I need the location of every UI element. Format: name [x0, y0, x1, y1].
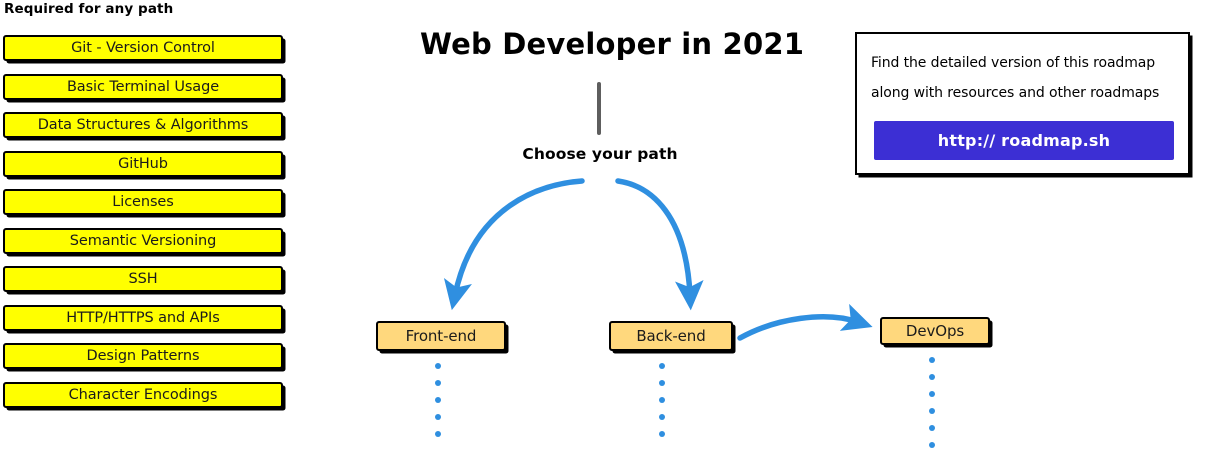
trail-dot-icon: [435, 380, 441, 386]
required-for-any-path-section: Required for any path Git - Version Cont…: [0, 0, 300, 436]
required-topics-list: Git - Version Control Basic Terminal Usa…: [0, 35, 292, 420]
required-topic-label: Basic Terminal Usage: [66, 78, 220, 95]
trail-dot-icon: [659, 363, 665, 369]
trail-dot-icon: [659, 397, 665, 403]
required-topic-git[interactable]: Git - Version Control: [3, 35, 283, 61]
required-topic-semantic-versioning[interactable]: Semantic Versioning: [3, 227, 283, 254]
trail-dot-icon: [659, 414, 665, 420]
required-topic-label: Character Encodings: [68, 386, 218, 403]
required-topic-label: Design Patterns: [86, 348, 200, 364]
trail-dot-icon: [435, 397, 441, 403]
required-topic-character-encodings[interactable]: Character Encodings: [3, 381, 283, 408]
arrow-to-frontend: [443, 178, 585, 311]
path-box-label: DevOps: [905, 322, 965, 340]
path-box-label: Back-end: [636, 327, 706, 345]
trail-dot-icon: [435, 431, 441, 437]
trail-dot-icon: [929, 374, 935, 380]
required-topic-label: HTTP/HTTPS and APIs: [66, 309, 220, 326]
path-box-label: Front-end: [405, 327, 477, 345]
required-topic-ssh[interactable]: SSH: [3, 266, 283, 292]
arrow-backend-to-devops: [737, 303, 873, 341]
info-box-line-2: along with resources and other roadmaps: [871, 85, 1160, 101]
required-topic-label: SSH: [128, 271, 158, 287]
trail-dot-icon: [929, 357, 935, 363]
vertical-connector-line-icon: [597, 82, 601, 135]
trail-dot-icon: [929, 442, 935, 448]
required-topic-basic-terminal-usage[interactable]: Basic Terminal Usage: [3, 73, 283, 100]
required-topic-label: Data Structures & Algorithms: [37, 117, 249, 133]
trail-dot-icon: [435, 414, 441, 420]
roadmap-info-box: Find the detailed version of this roadma…: [855, 32, 1190, 175]
required-topic-design-patterns[interactable]: Design Patterns: [3, 343, 283, 369]
dotted-trail-back-end: [659, 363, 665, 448]
path-box-front-end[interactable]: Front-end: [376, 321, 506, 351]
roadmap-sh-link-button[interactable]: http:// roadmap.sh: [874, 121, 1174, 160]
required-topic-github[interactable]: GitHub: [3, 150, 283, 177]
trail-dot-icon: [929, 425, 935, 431]
trail-dot-icon: [929, 408, 935, 414]
required-topic-licenses[interactable]: Licenses: [3, 189, 283, 215]
trail-dot-icon: [659, 380, 665, 386]
required-topic-http-https-apis[interactable]: HTTP/HTTPS and APIs: [3, 304, 283, 331]
trail-dot-icon: [929, 391, 935, 397]
page-title: Web Developer in 2021: [420, 27, 805, 61]
trail-dot-icon: [659, 431, 665, 437]
roadmap-sh-link-label: http:// roadmap.sh: [937, 131, 1111, 150]
path-box-back-end[interactable]: Back-end: [609, 321, 733, 351]
required-topic-label: Git - Version Control: [71, 40, 215, 56]
path-box-devops[interactable]: DevOps: [880, 317, 990, 345]
trail-dot-icon: [435, 363, 441, 369]
choose-your-path-label: Choose your path: [522, 145, 678, 163]
dotted-trail-devops: [929, 357, 935, 459]
arrow-to-backend: [615, 178, 704, 311]
required-topic-label: Licenses: [112, 194, 174, 210]
required-topic-data-structures-algorithms[interactable]: Data Structures & Algorithms: [3, 112, 283, 138]
required-topic-label: GitHub: [118, 155, 168, 172]
info-box-line-1: Find the detailed version of this roadma…: [871, 55, 1156, 71]
required-section-heading: Required for any path: [4, 1, 174, 17]
required-topic-label: Semantic Versioning: [69, 232, 217, 249]
dotted-trail-front-end: [435, 363, 441, 448]
